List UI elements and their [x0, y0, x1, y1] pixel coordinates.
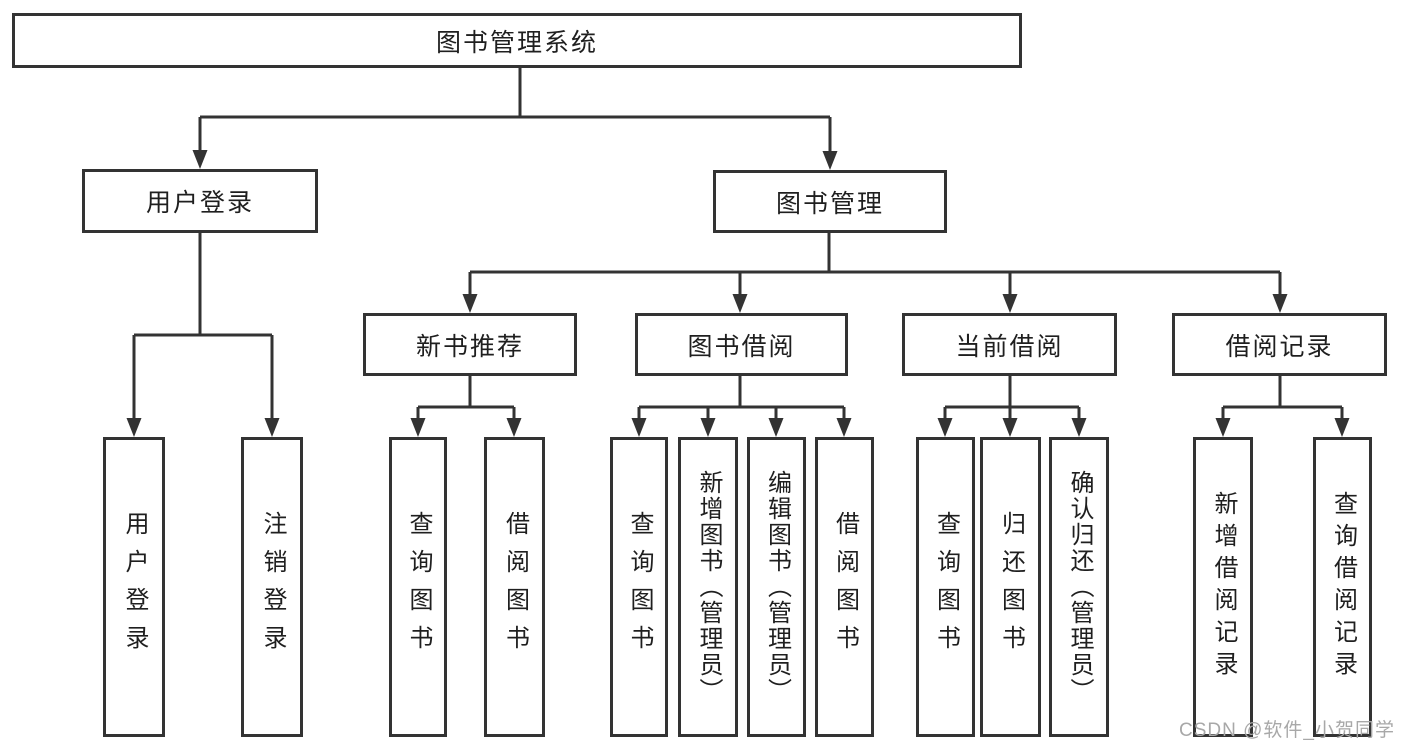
leaf-label: 借阅图书 [501, 511, 529, 663]
leaf-label: 编辑图书（管理员） [763, 470, 791, 704]
leaf-label: 新增图书（管理员） [695, 470, 722, 704]
node-label: 借阅记录 [1225, 332, 1334, 361]
node-label: 图书管理系统 [435, 28, 598, 57]
leaf-label: 查询图书 [626, 511, 653, 663]
leaf-label: 查询图书 [932, 511, 960, 663]
node-label: 当前借阅 [955, 332, 1064, 361]
leaf-label: 注销登录 [259, 511, 286, 663]
node-borrowing-records: 借阅记录 [1172, 313, 1387, 376]
leaf-query-books-borrowing: 查询图书 [610, 437, 668, 737]
leaf-borrow-books-recommend: 借阅图书 [484, 437, 545, 737]
node-book-borrowing: 图书借阅 [635, 313, 848, 376]
leaf-user-login: 用户登录 [103, 437, 165, 737]
leaf-label: 归还图书 [997, 511, 1025, 663]
leaf-add-borrow-record: 新增借阅记录 [1193, 437, 1253, 737]
node-user-login: 用户登录 [82, 169, 318, 233]
node-library-management-system: 图书管理系统 [12, 13, 1022, 68]
leaf-query-books-current: 查询图书 [916, 437, 975, 737]
node-label: 图书借阅 [687, 332, 796, 361]
leaf-edit-books-admin: 编辑图书（管理员） [747, 437, 806, 737]
leaf-label: 查询借阅记录 [1329, 491, 1357, 683]
leaf-label: 查询图书 [405, 511, 432, 663]
node-label: 新书推荐 [415, 332, 524, 361]
leaf-add-books-admin: 新增图书（管理员） [678, 437, 738, 737]
leaf-label: 用户登录 [121, 511, 148, 663]
leaf-query-books-recommend: 查询图书 [389, 437, 447, 737]
leaf-confirm-return-admin: 确认归还（管理员） [1049, 437, 1109, 737]
tree-edges [132, 68, 1344, 426]
leaf-label: 确认归还（管理员） [1066, 470, 1093, 704]
node-current-borrowing: 当前借阅 [902, 313, 1117, 376]
node-book-management: 图书管理 [713, 170, 947, 233]
watermark-text: CSDN @软件_小贺同学 [1179, 720, 1395, 741]
leaf-borrow-books-borrowing: 借阅图书 [815, 437, 874, 737]
leaf-label: 借阅图书 [831, 511, 859, 663]
leaf-return-books: 归还图书 [980, 437, 1041, 737]
arrow-down-icons [126, 150, 1350, 437]
leaf-logout: 注销登录 [241, 437, 303, 737]
leaf-label: 新增借阅记录 [1210, 491, 1237, 683]
leaf-query-borrow-record: 查询借阅记录 [1313, 437, 1372, 737]
node-label: 图书管理 [775, 189, 884, 218]
node-new-book-recommendation: 新书推荐 [363, 313, 577, 376]
node-label: 用户登录 [145, 189, 254, 217]
